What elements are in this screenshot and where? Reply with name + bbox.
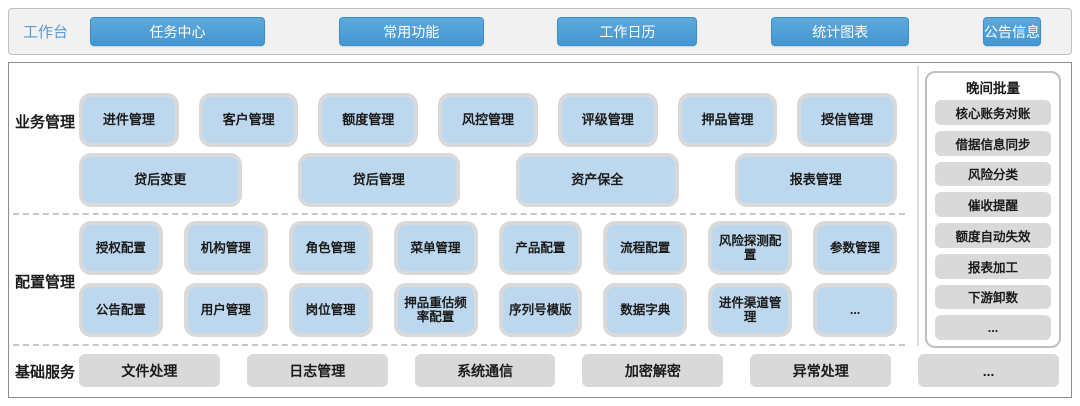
module-tile[interactable]: 机构管理 bbox=[183, 221, 268, 275]
service-tile[interactable]: 文件处理 bbox=[79, 354, 220, 387]
module-tile[interactable]: 序列号模版 bbox=[498, 283, 583, 337]
business-row-2: 贷后变更 贷后管理 资产保全 报表管理 bbox=[79, 153, 897, 207]
module-tile[interactable]: 进件渠道管理 bbox=[708, 283, 793, 337]
module-tile[interactable]: 数据字典 bbox=[603, 283, 688, 337]
module-tile[interactable]: 风控管理 bbox=[438, 93, 538, 147]
batch-job-tile[interactable]: 风险分类 bbox=[935, 161, 1051, 187]
config-row-1: 授权配置 机构管理 角色管理 菜单管理 产品配置 流程配置 风险探测配置 参数管… bbox=[79, 221, 897, 275]
base-services-row: 文件处理 日志管理 系统通信 加密解密 异常处理 ... bbox=[79, 354, 1059, 387]
module-tile[interactable]: 授权配置 bbox=[79, 221, 163, 275]
workbench-label: 工作台 bbox=[23, 24, 69, 41]
night-batch-title: 晚间批量 bbox=[966, 81, 1020, 96]
module-tile[interactable]: 进件管理 bbox=[79, 93, 179, 147]
topbar-button[interactable]: 常用功能 bbox=[338, 17, 484, 46]
topbar-button[interactable]: 任务中心 bbox=[90, 17, 266, 46]
module-tile[interactable]: 岗位管理 bbox=[288, 283, 373, 337]
module-tile[interactable]: 角色管理 bbox=[288, 221, 373, 275]
module-tile[interactable]: 评级管理 bbox=[557, 93, 658, 147]
night-batch-list: 核心账务对账 借据信息同步 风险分类 催收提醒 额度自动失效 报表加工 下游卸数… bbox=[935, 100, 1051, 340]
module-tile[interactable]: 押品管理 bbox=[677, 93, 778, 147]
config-row-2: 公告配置 用户管理 岗位管理 押品重估频率配置 序列号模版 数据字典 进件渠道管… bbox=[79, 283, 897, 337]
module-tile[interactable]: 贷后变更 bbox=[79, 153, 242, 207]
service-tile[interactable]: 系统通信 bbox=[414, 354, 556, 387]
section-label-config: 配置管理 bbox=[14, 274, 75, 291]
module-tile[interactable]: 贷后管理 bbox=[297, 153, 460, 207]
module-tile[interactable]: 公告配置 bbox=[79, 283, 163, 337]
workbench-topbar: 工作台 任务中心 常用功能 工作日历 统计图表 公告信息 bbox=[8, 8, 1072, 55]
module-tile[interactable]: 用户管理 bbox=[183, 283, 268, 337]
module-tile[interactable]: 客户管理 bbox=[198, 93, 299, 147]
night-batch-panel: 晚间批量 核心账务对账 借据信息同步 风险分类 催收提醒 额度自动失效 报表加工… bbox=[925, 71, 1061, 348]
topbar-button[interactable]: 统计图表 bbox=[771, 17, 910, 46]
batch-job-tile[interactable]: 额度自动失效 bbox=[935, 223, 1051, 248]
module-tile[interactable]: 风险探测配置 bbox=[708, 221, 793, 275]
module-tile[interactable]: 流程配置 bbox=[603, 221, 688, 275]
module-tile[interactable]: ... bbox=[813, 283, 897, 337]
service-tile[interactable]: 加密解密 bbox=[582, 354, 724, 387]
vertical-divider bbox=[917, 66, 919, 346]
module-tile[interactable]: 菜单管理 bbox=[393, 221, 478, 275]
service-tile[interactable]: 异常处理 bbox=[750, 354, 892, 387]
module-tile[interactable]: 资产保全 bbox=[516, 153, 679, 207]
section-label-business: 业务管理 bbox=[14, 114, 75, 131]
section-label-base: 基础服务 bbox=[14, 364, 75, 381]
batch-job-tile[interactable]: 借据信息同步 bbox=[935, 130, 1051, 156]
module-tile[interactable]: 产品配置 bbox=[498, 221, 583, 275]
topbar-button[interactable]: 工作日历 bbox=[557, 17, 698, 46]
topbar-button[interactable]: 公告信息 bbox=[982, 17, 1041, 46]
module-tile[interactable]: 参数管理 bbox=[813, 221, 897, 275]
service-tile[interactable]: 日志管理 bbox=[246, 354, 388, 387]
batch-job-tile[interactable]: 核心账务对账 bbox=[935, 100, 1051, 125]
service-tile[interactable]: ... bbox=[918, 354, 1059, 387]
module-tile[interactable]: 额度管理 bbox=[318, 93, 419, 147]
platform-panel: 业务管理 进件管理 客户管理 额度管理 风控管理 评级管理 押品管理 授信管理 … bbox=[8, 62, 1072, 398]
business-row-1: 进件管理 客户管理 额度管理 风控管理 评级管理 押品管理 授信管理 bbox=[79, 93, 898, 147]
batch-job-tile[interactable]: ... bbox=[935, 315, 1051, 340]
batch-job-tile[interactable]: 下游卸数 bbox=[935, 284, 1051, 310]
batch-job-tile[interactable]: 催收提醒 bbox=[935, 192, 1051, 217]
module-tile[interactable]: 押品重估频率配置 bbox=[393, 283, 478, 337]
module-tile[interactable]: 授信管理 bbox=[797, 93, 898, 147]
topbar-button-group: 任务中心 常用功能 工作日历 统计图表 公告信息 bbox=[80, 17, 1071, 46]
section-divider bbox=[13, 213, 905, 215]
section-divider bbox=[13, 344, 905, 346]
module-tile[interactable]: 报表管理 bbox=[734, 153, 897, 207]
batch-job-tile[interactable]: 报表加工 bbox=[935, 253, 1051, 279]
